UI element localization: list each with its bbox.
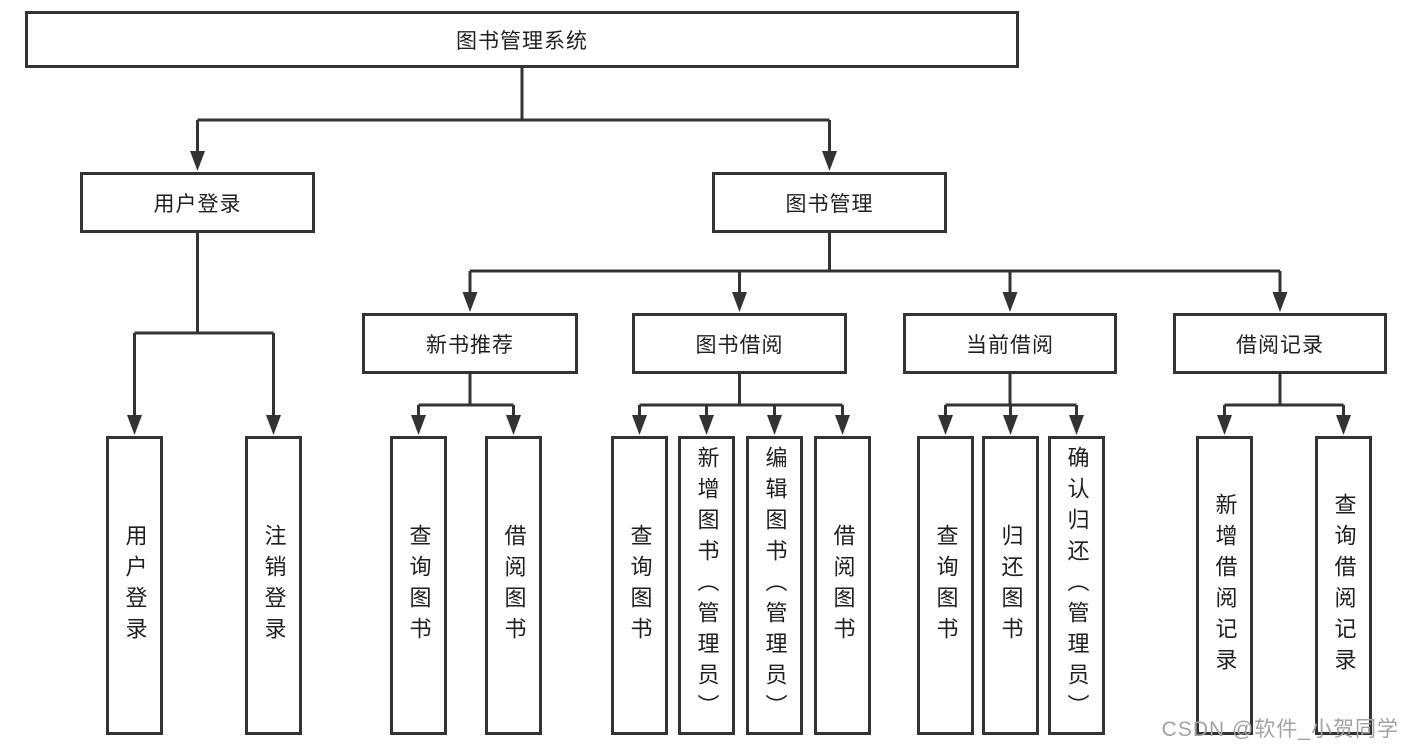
leaf-label: 查询图书 — [933, 523, 959, 648]
leaf-query-borrow-record: 查询借阅记录 — [1315, 436, 1372, 735]
leaf-borrow-books-recommend: 借阅图书 — [485, 436, 542, 735]
leaf-label: 确认归还（管理员） — [1064, 446, 1090, 725]
leaf-confirm-return-admin: 确认归还（管理员） — [1048, 436, 1105, 735]
node-book-borrow: 图书借阅 — [632, 313, 847, 374]
node-label: 用户登录 — [153, 192, 242, 216]
leaf-user-login: 用户登录 — [106, 436, 163, 735]
node-book-management: 图书管理 — [712, 172, 947, 233]
leaf-label: 注销登录 — [261, 523, 287, 648]
node-label: 借阅记录 — [1236, 333, 1324, 357]
node-label: 新书推荐 — [426, 333, 514, 357]
node-label: 图书借阅 — [695, 333, 784, 357]
leaf-label: 新增借阅记录 — [1212, 492, 1238, 679]
csdn-watermark: CSDN @软件_小贺同学 — [1161, 718, 1399, 741]
leaf-label: 借阅图书 — [830, 523, 856, 648]
leaf-label: 编辑图书（管理员） — [762, 446, 788, 725]
node-current-borrow: 当前借阅 — [903, 313, 1117, 374]
leaf-query-books-current: 查询图书 — [917, 436, 974, 735]
leaf-label: 查询图书 — [627, 523, 653, 648]
leaf-label: 查询图书 — [406, 523, 432, 648]
leaf-add-borrow-record: 新增借阅记录 — [1196, 436, 1253, 735]
leaf-label: 查询借阅记录 — [1331, 492, 1357, 679]
leaf-return-books: 归还图书 — [982, 436, 1039, 735]
leaf-edit-books-admin: 编辑图书（管理员） — [746, 436, 803, 735]
leaf-query-books-recommend: 查询图书 — [390, 436, 447, 735]
node-label: 图书管理 — [785, 192, 874, 216]
leaf-label: 用户登录 — [122, 523, 148, 648]
node-new-book-recommend: 新书推荐 — [362, 313, 578, 374]
node-user-login-branch: 用户登录 — [80, 172, 315, 233]
leaf-borrow-books: 借阅图书 — [814, 436, 871, 735]
leaf-logout: 注销登录 — [245, 436, 302, 735]
node-label: 图书管理系统 — [456, 29, 588, 53]
leaf-query-books-borrow: 查询图书 — [611, 436, 668, 735]
node-label: 当前借阅 — [966, 333, 1054, 357]
leaf-label: 借阅图书 — [501, 523, 527, 648]
leaf-add-books-admin: 新增图书（管理员） — [678, 436, 735, 735]
leaf-label: 新增图书（管理员） — [694, 446, 720, 725]
node-borrow-records: 借阅记录 — [1173, 313, 1387, 374]
leaf-label: 归还图书 — [998, 523, 1024, 648]
arrowhead-icons — [127, 151, 1351, 435]
node-library-system: 图书管理系统 — [25, 11, 1019, 68]
